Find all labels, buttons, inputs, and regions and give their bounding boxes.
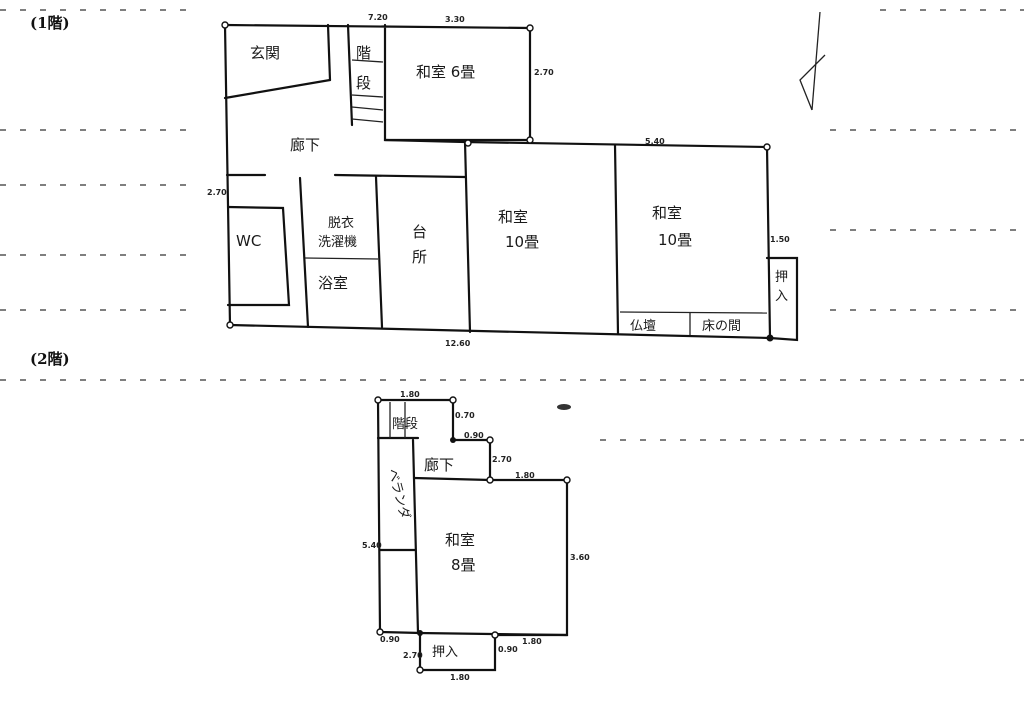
- dim: 0.70: [455, 411, 475, 420]
- room-kitchen-a: 台: [412, 223, 427, 241]
- floor2-plan: [374, 396, 571, 674]
- north-arrow-icon: [799, 11, 826, 111]
- room-closet-b: 入: [775, 289, 788, 304]
- floor1-plan: [221, 21, 799, 342]
- room-washitsu-6: 和室 6畳: [416, 63, 475, 81]
- room-genkan: 玄関: [250, 44, 280, 62]
- dim: 1.80: [400, 390, 420, 399]
- room-closet-2f: 押入: [432, 645, 458, 660]
- room-washitsu-10b-size: 10畳: [658, 231, 692, 249]
- room-wc: WC: [236, 232, 261, 250]
- room-laundry: 洗濯機: [318, 235, 357, 250]
- dim: 3.60: [570, 553, 590, 562]
- room-bath: 浴室: [318, 274, 348, 292]
- dim: 0.90: [380, 635, 400, 644]
- room-corridor: 廊下: [290, 136, 320, 154]
- dim: 2.70: [207, 188, 227, 197]
- dim: 7.20: [368, 13, 388, 22]
- dim: 1.80: [450, 673, 470, 682]
- dim: 3.30: [445, 15, 465, 24]
- room-corridor-2f: 廊下: [424, 456, 454, 474]
- floor2-heading: (2階): [30, 350, 70, 368]
- dim: 1.80: [515, 471, 535, 480]
- dim: 12.60: [445, 339, 471, 348]
- butsudan: 仏壇: [630, 318, 656, 334]
- room-stairs-a: 階: [356, 44, 371, 62]
- room-dressing: 脱衣: [328, 215, 354, 231]
- tokonoma: 床の間: [702, 319, 741, 334]
- dim: 2.70: [403, 651, 423, 660]
- room-washitsu-10b: 和室: [652, 204, 682, 222]
- room-washitsu-8: 和室: [445, 531, 475, 549]
- dim: 1.80: [522, 637, 542, 646]
- floor2-labels: 階段 廊下 ベランダ 和室 8畳 押入 1.80 0.70 0.90 2.70 …: [362, 390, 590, 682]
- room-stairs-b: 段: [356, 74, 371, 92]
- dim: 5.40: [362, 541, 382, 550]
- floor1-labels: 玄関 階 段 和室 6畳 廊下 WC 脱衣 洗濯機 浴室 台 所 和室 10畳 …: [207, 13, 790, 348]
- room-closet-a: 押: [775, 270, 788, 285]
- floor1-heading: (1階): [30, 14, 70, 32]
- room-veranda: ベランダ: [384, 467, 412, 521]
- room-washitsu-10a-size: 10畳: [505, 233, 539, 251]
- dim: 5.40: [645, 137, 665, 146]
- room-kitchen-b: 所: [412, 248, 427, 266]
- room-stairs-2f: 階段: [392, 417, 418, 432]
- dim: 0.90: [498, 645, 518, 654]
- dim: 1.50: [770, 235, 790, 244]
- scan-artifacts: [0, 9, 1024, 441]
- dim: 2.70: [534, 68, 554, 77]
- room-washitsu-8-size: 8畳: [451, 556, 476, 574]
- dim: 0.90: [464, 431, 484, 440]
- dim: 2.70: [492, 455, 512, 464]
- room-washitsu-10a: 和室: [498, 208, 528, 226]
